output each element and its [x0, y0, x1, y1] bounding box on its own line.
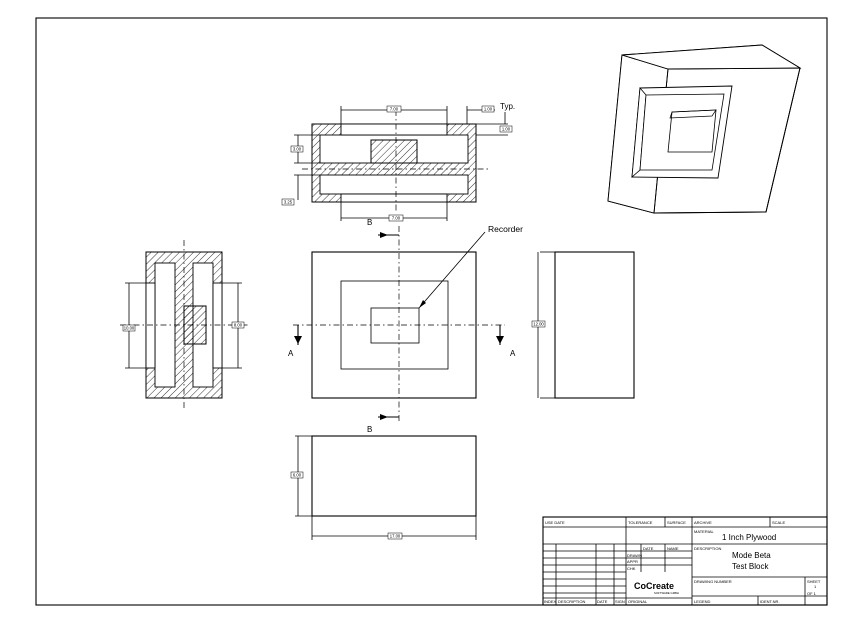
tb-identification: IDENT.NR.	[760, 599, 780, 604]
dim-top-side: 1.00	[502, 127, 511, 132]
section-b-bottom: B	[367, 425, 372, 434]
tb-drawn: DRAWN	[627, 553, 642, 558]
recorder-label: Recorder	[488, 224, 523, 234]
tb-original: ORIGINAL	[628, 599, 648, 604]
tb-archive: ARCHIVE	[694, 520, 712, 525]
isometric-view	[607, 44, 802, 214]
tb-sign: SIGN	[615, 599, 625, 604]
bottom-view: 6.00 17.00	[290, 435, 477, 540]
tb-legend: LEGEND	[694, 599, 711, 604]
dim-top-inner-width: 7.00	[390, 107, 399, 112]
tb-material-label: MATERIAL	[694, 529, 714, 534]
tb-material-value: 1 Inch Plywood	[722, 533, 776, 542]
front-recorder	[370, 307, 420, 344]
tb-drawing-number: DRAWING NUMBER	[694, 579, 732, 584]
section-a-right: A	[510, 349, 516, 358]
tb-tolerance: TOLERANCE	[628, 520, 653, 525]
title-block: USE DATE TOLERANCE SURFACE ARCHIVE SCALE…	[542, 516, 828, 606]
tb-date-col: DATE	[597, 599, 608, 604]
tb-name: NAME	[667, 546, 679, 551]
sheet-border	[35, 17, 828, 606]
dim-top-bottom-left: 3.25	[284, 200, 293, 205]
tb-company-sub: SOFTWARE GMBH	[654, 591, 679, 595]
section-b-top: B	[367, 218, 372, 227]
tb-index: INDEX	[544, 599, 557, 604]
tb-date: DATE	[643, 546, 654, 551]
tb-description-col: DESCRIPTION	[558, 599, 585, 604]
dim-left-inner-height: 8.00	[234, 323, 243, 328]
dim-bottom-height: 6.00	[293, 473, 302, 478]
front-middle	[340, 280, 449, 370]
tb-sheet: SHEET	[807, 579, 821, 584]
typ-label: Typ.	[500, 102, 515, 111]
tb-scale: SCALE	[772, 520, 785, 525]
dim-top-bottom-width: 7.00	[392, 216, 401, 221]
dim-bottom-width: 17.00	[390, 534, 401, 539]
tb-use: USE DATE	[545, 520, 565, 525]
tb-approved: APPR	[627, 559, 638, 564]
section-a-left: A	[288, 349, 294, 358]
top-view-recorder	[370, 139, 418, 164]
right-side-view: 12.00	[531, 251, 635, 399]
dim-top-wall: 1.00	[484, 107, 493, 112]
tb-description-line2: Test Block	[732, 562, 769, 571]
front-view: Recorder A A B B	[288, 218, 523, 434]
dim-right-height: 12.00	[533, 322, 544, 327]
dim-top-left-height: 3.00	[293, 147, 302, 152]
tb-surface: SURFACE	[667, 520, 686, 525]
tb-of: OF 1	[807, 591, 817, 596]
tb-sheet-value: 1	[814, 584, 817, 589]
tb-checked: CHK	[627, 566, 636, 571]
tb-company: CoCreate	[634, 581, 674, 591]
tb-description-label: DESCRIPTION	[694, 546, 721, 551]
dim-left-outer-height: 10.00	[124, 326, 135, 331]
tb-description-line1: Mode Beta	[732, 551, 771, 560]
left-section-view: 10.00 8.00	[120, 240, 250, 410]
top-section-view: 7.00 1.00 Typ. 1.00 3.00 3.25 7.00	[281, 102, 515, 222]
